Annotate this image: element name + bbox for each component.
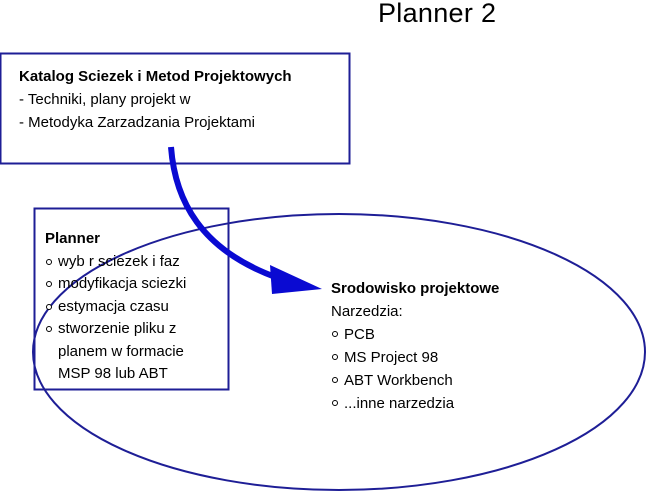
srodowisko-content: Srodowisko projektowe Narzedzia: PCB MS … <box>331 277 499 415</box>
planner-item: stworzenie pliku z <box>45 318 186 341</box>
tool-item: ABT Workbench <box>331 369 499 392</box>
planner-item-continuation: planem w formacie <box>58 342 184 360</box>
planner-box <box>33 207 230 391</box>
planner-item: wyb r sciezek i faz <box>45 251 186 274</box>
srodowisko-heading: Srodowisko projektowe <box>331 280 500 297</box>
planner-heading: Planner <box>45 230 101 247</box>
tool-item: ...inne narzedzia <box>331 392 499 415</box>
katalog-content: Katalog Sciezek i Metod Projektowych - T… <box>19 65 292 134</box>
katalog-line: - Metodyka Zarzadzania Projektami <box>19 114 255 131</box>
bullet-circle-icon <box>332 377 338 383</box>
srodowisko-ellipse <box>32 213 646 491</box>
katalog-line: - Techniki, plany projekt w <box>19 91 191 108</box>
srodowisko-subheading: Narzedzia: <box>331 303 403 320</box>
bullet-circle-icon <box>46 303 52 310</box>
flow-arrow <box>168 146 280 281</box>
tool-item: MS Project 98 <box>331 346 499 369</box>
page-title: Planner 2 <box>378 0 497 28</box>
bullet-circle-icon <box>46 258 52 265</box>
bullet-circle-icon <box>46 326 52 332</box>
katalog-box <box>0 52 351 165</box>
planner-item-continuation: MSP 98 lub ABT <box>58 365 168 382</box>
katalog-heading: Katalog Sciezek i Metod Projektowych <box>19 68 292 85</box>
flow-arrowhead <box>270 265 322 294</box>
tool-item: PCB <box>331 323 499 346</box>
bullet-circle-icon <box>46 281 52 287</box>
planner-content: Planner wyb r sciezek i faz modyfikacja … <box>45 228 186 386</box>
planner-item: estymacja czasu <box>45 296 186 319</box>
bullet-circle-icon <box>332 354 338 360</box>
planner-item: modyfikacja sciezki <box>45 273 186 296</box>
bullet-circle-icon <box>332 400 338 406</box>
bullet-circle-icon <box>332 331 338 337</box>
